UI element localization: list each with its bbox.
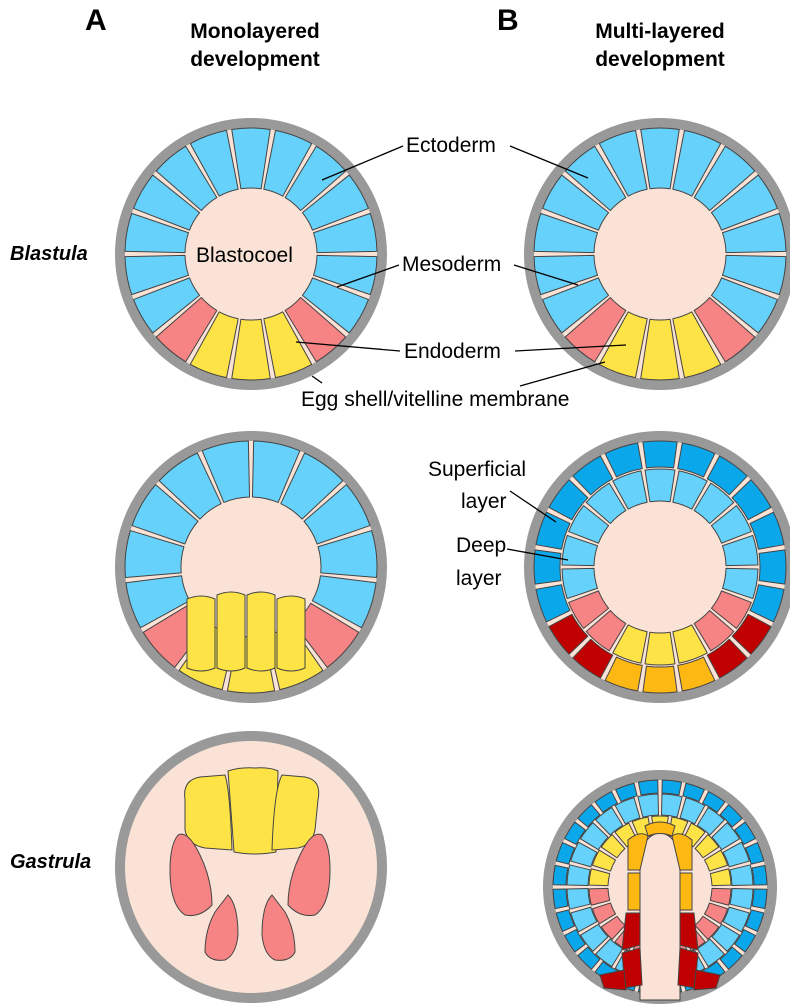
endoderm-superficial-cell <box>645 822 675 836</box>
label-deep-line1: Deep <box>456 534 506 557</box>
ecto-cell <box>643 441 677 468</box>
endoderm-superficial-cell <box>680 873 692 910</box>
ecto-cell <box>638 780 658 795</box>
endo-cell <box>645 632 675 665</box>
label-egg-shell: Egg shell/vitelline membrane <box>301 388 569 411</box>
ecto-cell <box>752 865 767 885</box>
embryo-b-mid <box>529 436 790 698</box>
ecto-cell <box>752 889 767 909</box>
label-superficial-line1: Superficial <box>428 458 526 481</box>
ecto-cell <box>553 865 568 885</box>
ecto-cell <box>759 550 786 584</box>
endoderm-cell <box>187 596 215 671</box>
endoderm-superficial-cell <box>628 873 640 910</box>
archenteron <box>640 833 680 1000</box>
embryo-a-gastrula <box>120 736 382 998</box>
embryo-b-blastula <box>529 123 790 385</box>
endoderm-cell <box>228 768 278 854</box>
label-superficial-line2: layer <box>461 490 507 513</box>
leader-egg-shell-a <box>312 376 322 383</box>
endoderm-cell <box>247 592 275 671</box>
endo-cell <box>643 666 677 693</box>
label-deep-line2: layer <box>456 567 502 590</box>
label-mesoderm: Mesoderm <box>402 253 501 276</box>
endoderm-cell <box>277 596 305 671</box>
leader-egg-shell-b <box>520 362 605 386</box>
label-ectoderm: Ectoderm <box>406 134 496 157</box>
ecto-cell <box>662 780 682 795</box>
embryo-a-mid <box>120 436 382 698</box>
ecto-cell <box>553 889 568 909</box>
ecto-cell <box>645 469 675 502</box>
label-endoderm: Endoderm <box>404 340 501 363</box>
endoderm-cell <box>185 775 232 850</box>
endoderm-cell <box>217 592 245 671</box>
label-blastocoel: Blastocoel <box>196 244 293 267</box>
embryo-b-gastrula <box>548 775 772 1000</box>
